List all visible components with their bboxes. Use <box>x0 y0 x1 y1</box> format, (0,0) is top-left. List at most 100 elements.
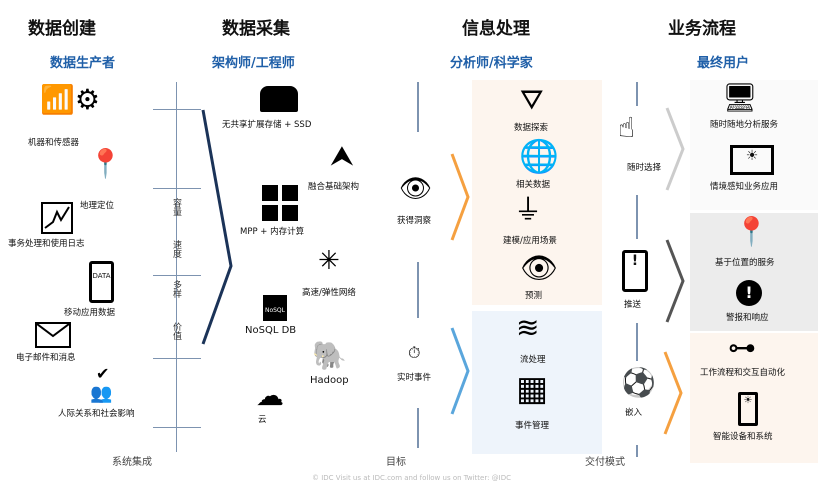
creation-label: 电子邮件和消息 <box>16 353 76 363</box>
goal-label: 获得洞察 <box>397 216 432 226</box>
divider-tick <box>153 109 201 110</box>
eye-predict-icon: 👁 <box>520 251 559 286</box>
collection-label: 云 <box>258 415 267 425</box>
divider-line <box>176 82 177 452</box>
divider-line <box>417 262 419 318</box>
mobile-data-icon: DATA <box>89 261 114 303</box>
processing-label: 相关数据 <box>516 180 551 190</box>
footer-goal: 目标 <box>386 457 406 468</box>
processing-label: 流处理 <box>520 355 546 365</box>
chevron-gray <box>665 107 685 191</box>
divider-line <box>636 445 638 457</box>
business-label: 基于位置的服务 <box>715 258 775 268</box>
business-label: 智能设备和系统 <box>713 432 773 442</box>
processing-label: 事件管理 <box>515 421 550 431</box>
business-label: 工作流程和交互自动化 <box>700 368 786 378</box>
workflow-icon: ⊶ <box>728 331 756 364</box>
chevron-orange-2 <box>663 351 683 435</box>
elephant-icon: 🐘 <box>312 339 347 372</box>
v-label: 容量 <box>171 198 181 216</box>
chevron-orange <box>450 153 470 241</box>
nosql-icon: NoSQL <box>263 295 287 321</box>
network-icon: ✳ <box>318 246 340 276</box>
v-label: 速度 <box>171 240 181 258</box>
divider-tick <box>153 188 201 189</box>
clock-icon: ⏱ <box>408 343 421 362</box>
collection-label: 融合基础架构 <box>308 182 360 192</box>
cloud-icon: ☁ <box>256 379 284 412</box>
hierarchy-icon: ⏚ <box>514 193 543 226</box>
col-subtitle-processing: 分析师/科学家 <box>450 56 533 71</box>
panel-realtime <box>472 311 602 454</box>
v-label: 价值 <box>171 322 181 340</box>
processing-label: 预测 <box>525 291 543 301</box>
business-label: 随时随地分析服务 <box>710 120 779 130</box>
creation-label: 人际关系和社会影响 <box>58 409 135 419</box>
col-title-creation: 数据创建 <box>28 19 96 39</box>
divider-line <box>636 323 638 361</box>
map-pin-icon: 📍 <box>88 147 123 180</box>
collection-label: Hadoop <box>310 375 349 386</box>
processing-label: 建模/应用场景 <box>503 236 557 246</box>
col-title-collection: 数据采集 <box>222 19 290 39</box>
people-check-icon: ✔ <box>96 364 110 383</box>
big-chevron <box>201 109 233 345</box>
chart-icon <box>41 202 73 234</box>
creation-label: 事务处理和使用日志 <box>8 239 85 249</box>
cpu-grid-icon <box>262 185 298 221</box>
divider-line <box>636 195 638 239</box>
delivery-label: 嵌入 <box>625 408 643 418</box>
collection-label: NoSQL DB <box>245 325 297 336</box>
business-label: 警报和响应 <box>726 313 769 323</box>
business-label: 情境感知业务应用 <box>710 182 779 192</box>
divider-tick <box>153 427 201 428</box>
lightbulb-window-icon: ☀ <box>730 145 774 175</box>
col-subtitle-collection: 架构师/工程师 <box>212 56 295 71</box>
creation-label: 移动应用数据 <box>64 308 116 318</box>
panel-insight <box>472 80 602 305</box>
col-title-business: 业务流程 <box>668 19 736 39</box>
calendar-icon: ▦ <box>516 369 549 409</box>
email-icon <box>35 322 71 348</box>
divider-line <box>417 82 419 132</box>
merge-arrow-icon: ⮝ <box>330 139 354 172</box>
v-label: 多样 <box>171 280 181 298</box>
people-icon: 👥 <box>90 383 113 404</box>
data-exploration-icon: ⛛ <box>520 83 544 116</box>
divider-tick <box>153 275 201 276</box>
footer-system-integration: 系统集成 <box>112 457 152 468</box>
processing-label: 数据探索 <box>514 123 549 133</box>
footer-delivery-mode: 交付模式 <box>585 457 625 468</box>
location-pin-icon: 📍 <box>734 215 769 248</box>
divider-line <box>417 408 419 448</box>
panel-push <box>690 213 818 331</box>
wifi-gears-icon: 📶⚙ <box>40 83 100 116</box>
collection-label: 无共享扩展存储 + SSD <box>222 120 312 130</box>
alert-icon: ! <box>736 280 762 306</box>
creation-label: 地理定位 <box>80 201 115 211</box>
storage-icon <box>260 86 298 112</box>
creation-label: 机器和传感器 <box>28 138 80 148</box>
delivery-label: 随时选择 <box>627 163 662 173</box>
col-subtitle-business: 最终用户 <box>697 56 750 71</box>
touch-icon: ☝ <box>618 111 636 144</box>
col-title-processing: 信息处理 <box>462 19 530 39</box>
panel-embed <box>690 333 818 463</box>
collection-label: MPP + 内存计算 <box>240 227 305 237</box>
smart-device-icon: ☀ <box>738 392 758 426</box>
footer-credit: © IDC Visit us at IDC.com and follow us … <box>312 474 512 482</box>
chevron-blue <box>450 327 470 415</box>
goal-label: 实时事件 <box>397 373 432 383</box>
dodecahedron-icon: ⚽ <box>621 366 656 399</box>
divider-line <box>636 82 638 106</box>
delivery-label: 推送 <box>624 300 642 310</box>
divider-tick <box>153 358 201 359</box>
collection-label: 高速/弹性网络 <box>302 288 356 298</box>
stream-waves-icon: ≋ <box>516 311 540 344</box>
eye-insight-icon: 👁 <box>399 174 433 204</box>
correlated-data-icon: 🌐 <box>519 137 559 175</box>
chevron-dark <box>665 239 685 323</box>
col-subtitle-creation: 数据生产者 <box>50 56 116 71</box>
devices-icon: 🖥 <box>722 81 758 114</box>
phone-alert-icon: ! <box>622 250 648 292</box>
